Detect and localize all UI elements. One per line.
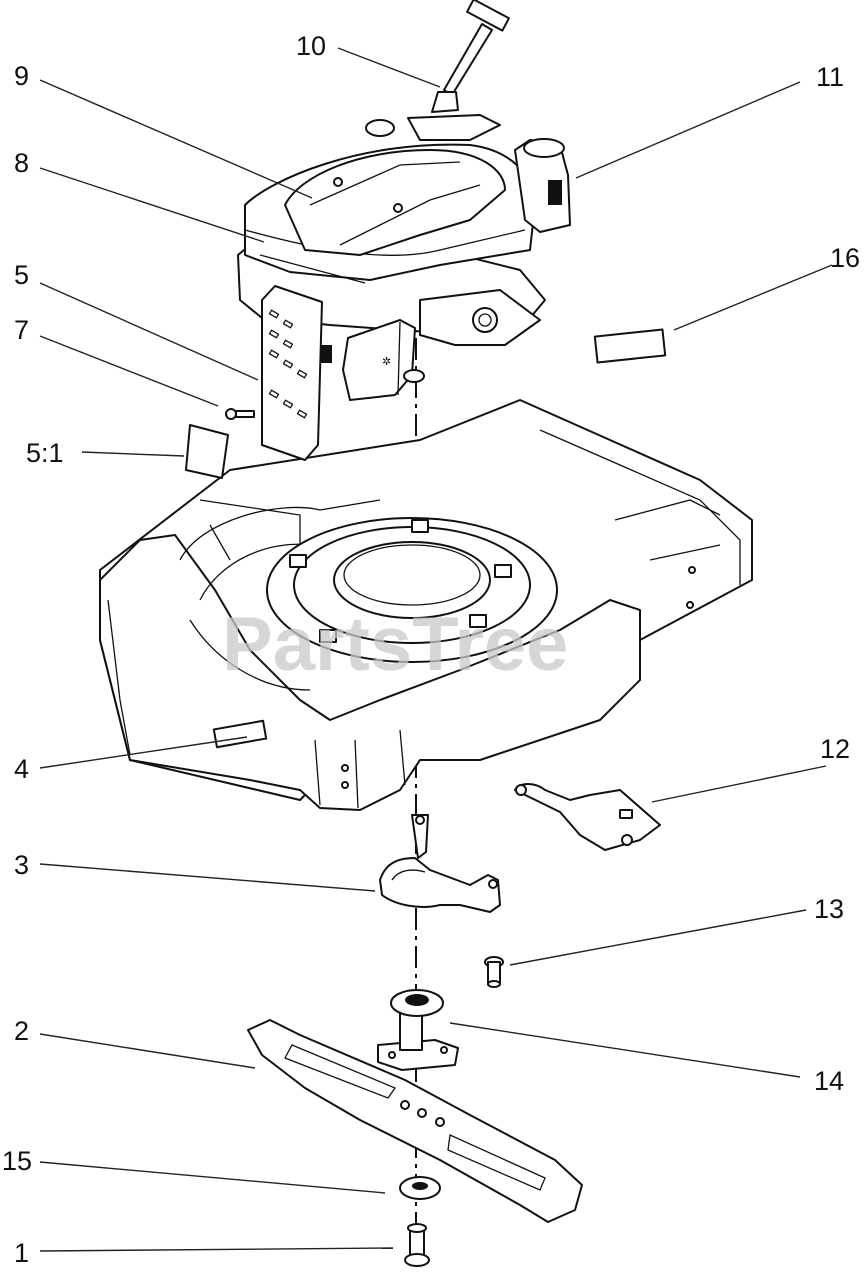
callout-5-1: 5:1 xyxy=(26,438,64,468)
watermark: PartsTree xyxy=(222,602,568,687)
blade-bolt-1[interactable] xyxy=(404,1223,430,1267)
callout-1: 1 xyxy=(14,1238,29,1268)
callout-4: 4 xyxy=(14,754,29,784)
callout-12: 12 xyxy=(820,734,850,764)
callout-8: 8 xyxy=(14,148,29,178)
dipstick[interactable] xyxy=(431,0,510,113)
callout-labels: 10 9 11 8 5 16 7 5:1 4 12 3 13 2 14 15 1 xyxy=(2,31,860,1268)
svg-text:✲: ✲ xyxy=(382,356,391,368)
baffle-12[interactable] xyxy=(514,783,661,851)
callout-7: 7 xyxy=(14,315,29,345)
screw-7[interactable] xyxy=(225,408,255,420)
muffler-cover[interactable]: ✲ xyxy=(342,319,416,401)
leader-lines xyxy=(39,47,833,1252)
decal-16[interactable] xyxy=(593,328,667,364)
mower-blade[interactable] xyxy=(247,1019,583,1223)
callout-3: 3 xyxy=(14,850,29,880)
callout-13: 13 xyxy=(814,894,844,924)
bolt-13[interactable] xyxy=(484,956,504,988)
callout-11: 11 xyxy=(816,62,844,92)
blade-adapter[interactable] xyxy=(377,989,459,1071)
callout-15: 15 xyxy=(2,1146,32,1176)
decal-5-1[interactable] xyxy=(185,424,229,479)
washer-15[interactable] xyxy=(399,1176,441,1200)
callout-2: 2 xyxy=(14,1016,29,1046)
callout-10: 10 xyxy=(296,31,326,61)
mower-deck[interactable] xyxy=(99,399,753,811)
callout-14: 14 xyxy=(814,1066,844,1096)
heat-shield[interactable] xyxy=(261,285,323,461)
callout-5: 5 xyxy=(14,260,29,290)
heat-shield-slots xyxy=(268,309,308,419)
air-filter[interactable] xyxy=(514,138,571,233)
baffle-3[interactable] xyxy=(379,814,501,913)
callout-16: 16 xyxy=(830,243,860,273)
callout-9: 9 xyxy=(14,61,29,91)
